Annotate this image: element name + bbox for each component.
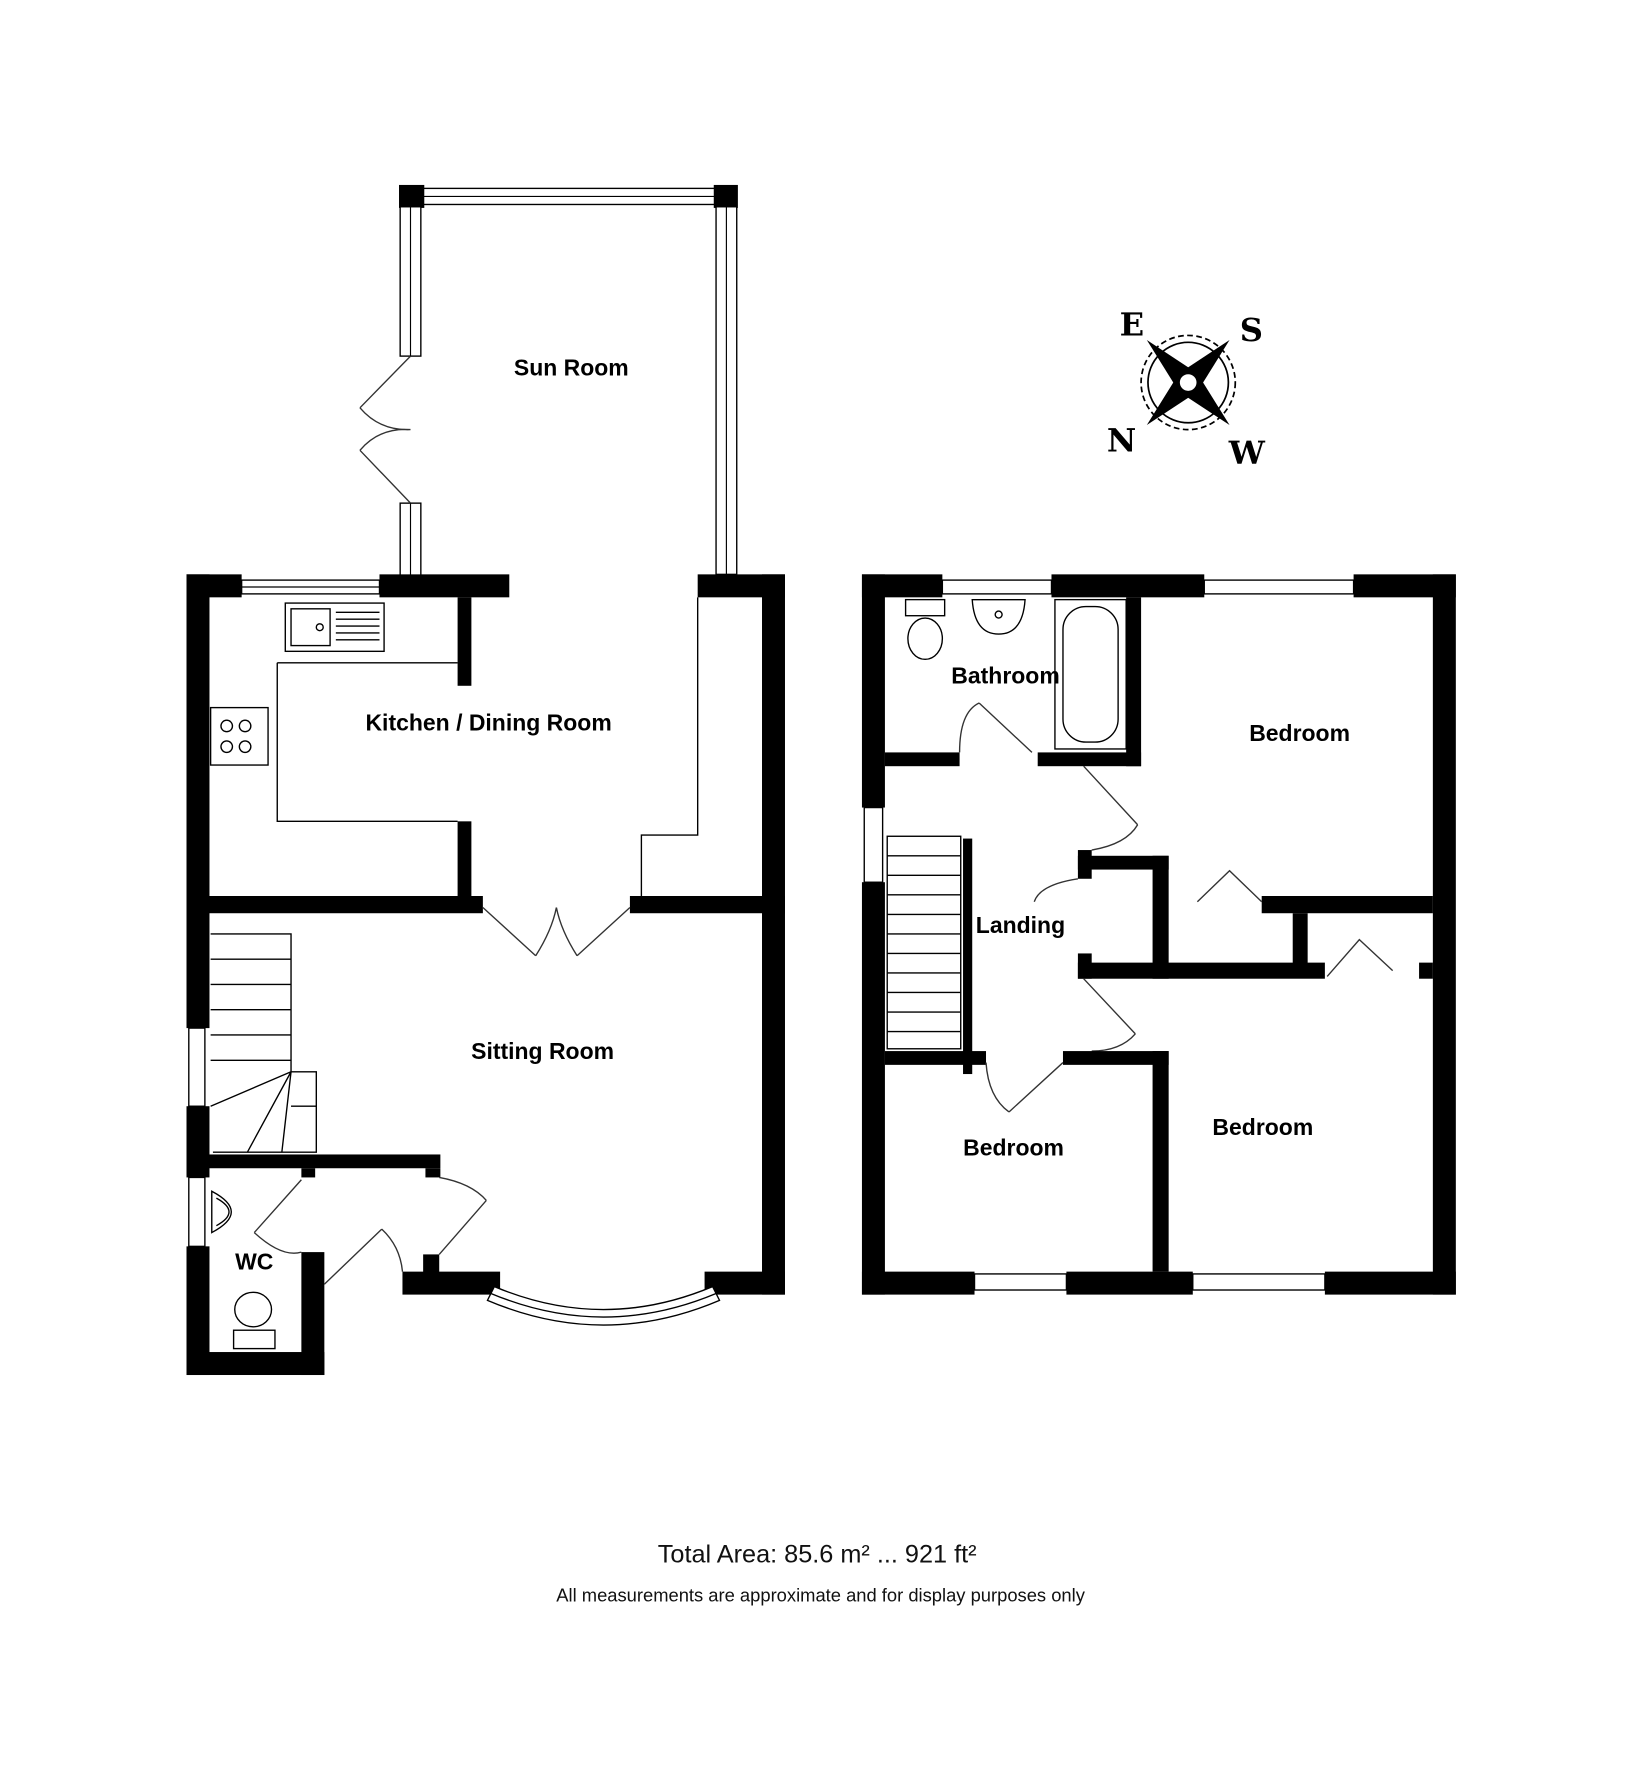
compass-s: S [1240, 311, 1263, 349]
total-area: Total Area: 85.6 m² ... 921 ft² [658, 1540, 977, 1568]
disclaimer: All measurements are approximate and for… [556, 1584, 1085, 1605]
ground-floor [186, 184, 785, 1376]
room-label-sun-room: Sun Room [514, 355, 629, 381]
toilet-icon [232, 1291, 276, 1350]
room-label-bathroom: Bathroom [951, 662, 1059, 688]
first-stairs [886, 835, 973, 1075]
bath-toilet-icon [904, 598, 946, 661]
room-label-wc: WC [235, 1248, 273, 1274]
french-doors [482, 906, 631, 957]
room-label-kitchen-dining: Kitchen / Dining Room [365, 710, 611, 736]
wc-basin-icon [211, 1190, 232, 1234]
room-label-bedroom-2: Bedroom [1212, 1114, 1313, 1140]
sink-icon [284, 602, 385, 653]
compass-n: N [1107, 421, 1136, 459]
room-label-sitting-room: Sitting Room [471, 1038, 614, 1064]
room-label-bedroom-1: Bedroom [1249, 720, 1350, 746]
first-floor [861, 574, 1456, 1295]
compass-e: E [1120, 305, 1145, 343]
bath-icon [1054, 598, 1127, 750]
room-label-landing: Landing [976, 912, 1065, 938]
sun-room-walls [359, 184, 738, 585]
compass-icon: E S N W [1107, 305, 1266, 472]
ground-stairs [210, 933, 317, 1153]
room-label-bedroom-3: Bedroom [963, 1135, 1064, 1161]
bath-basin-icon [971, 598, 1026, 635]
bay-window [486, 1285, 721, 1326]
hob-icon [209, 706, 269, 766]
compass-w: W [1228, 434, 1266, 472]
